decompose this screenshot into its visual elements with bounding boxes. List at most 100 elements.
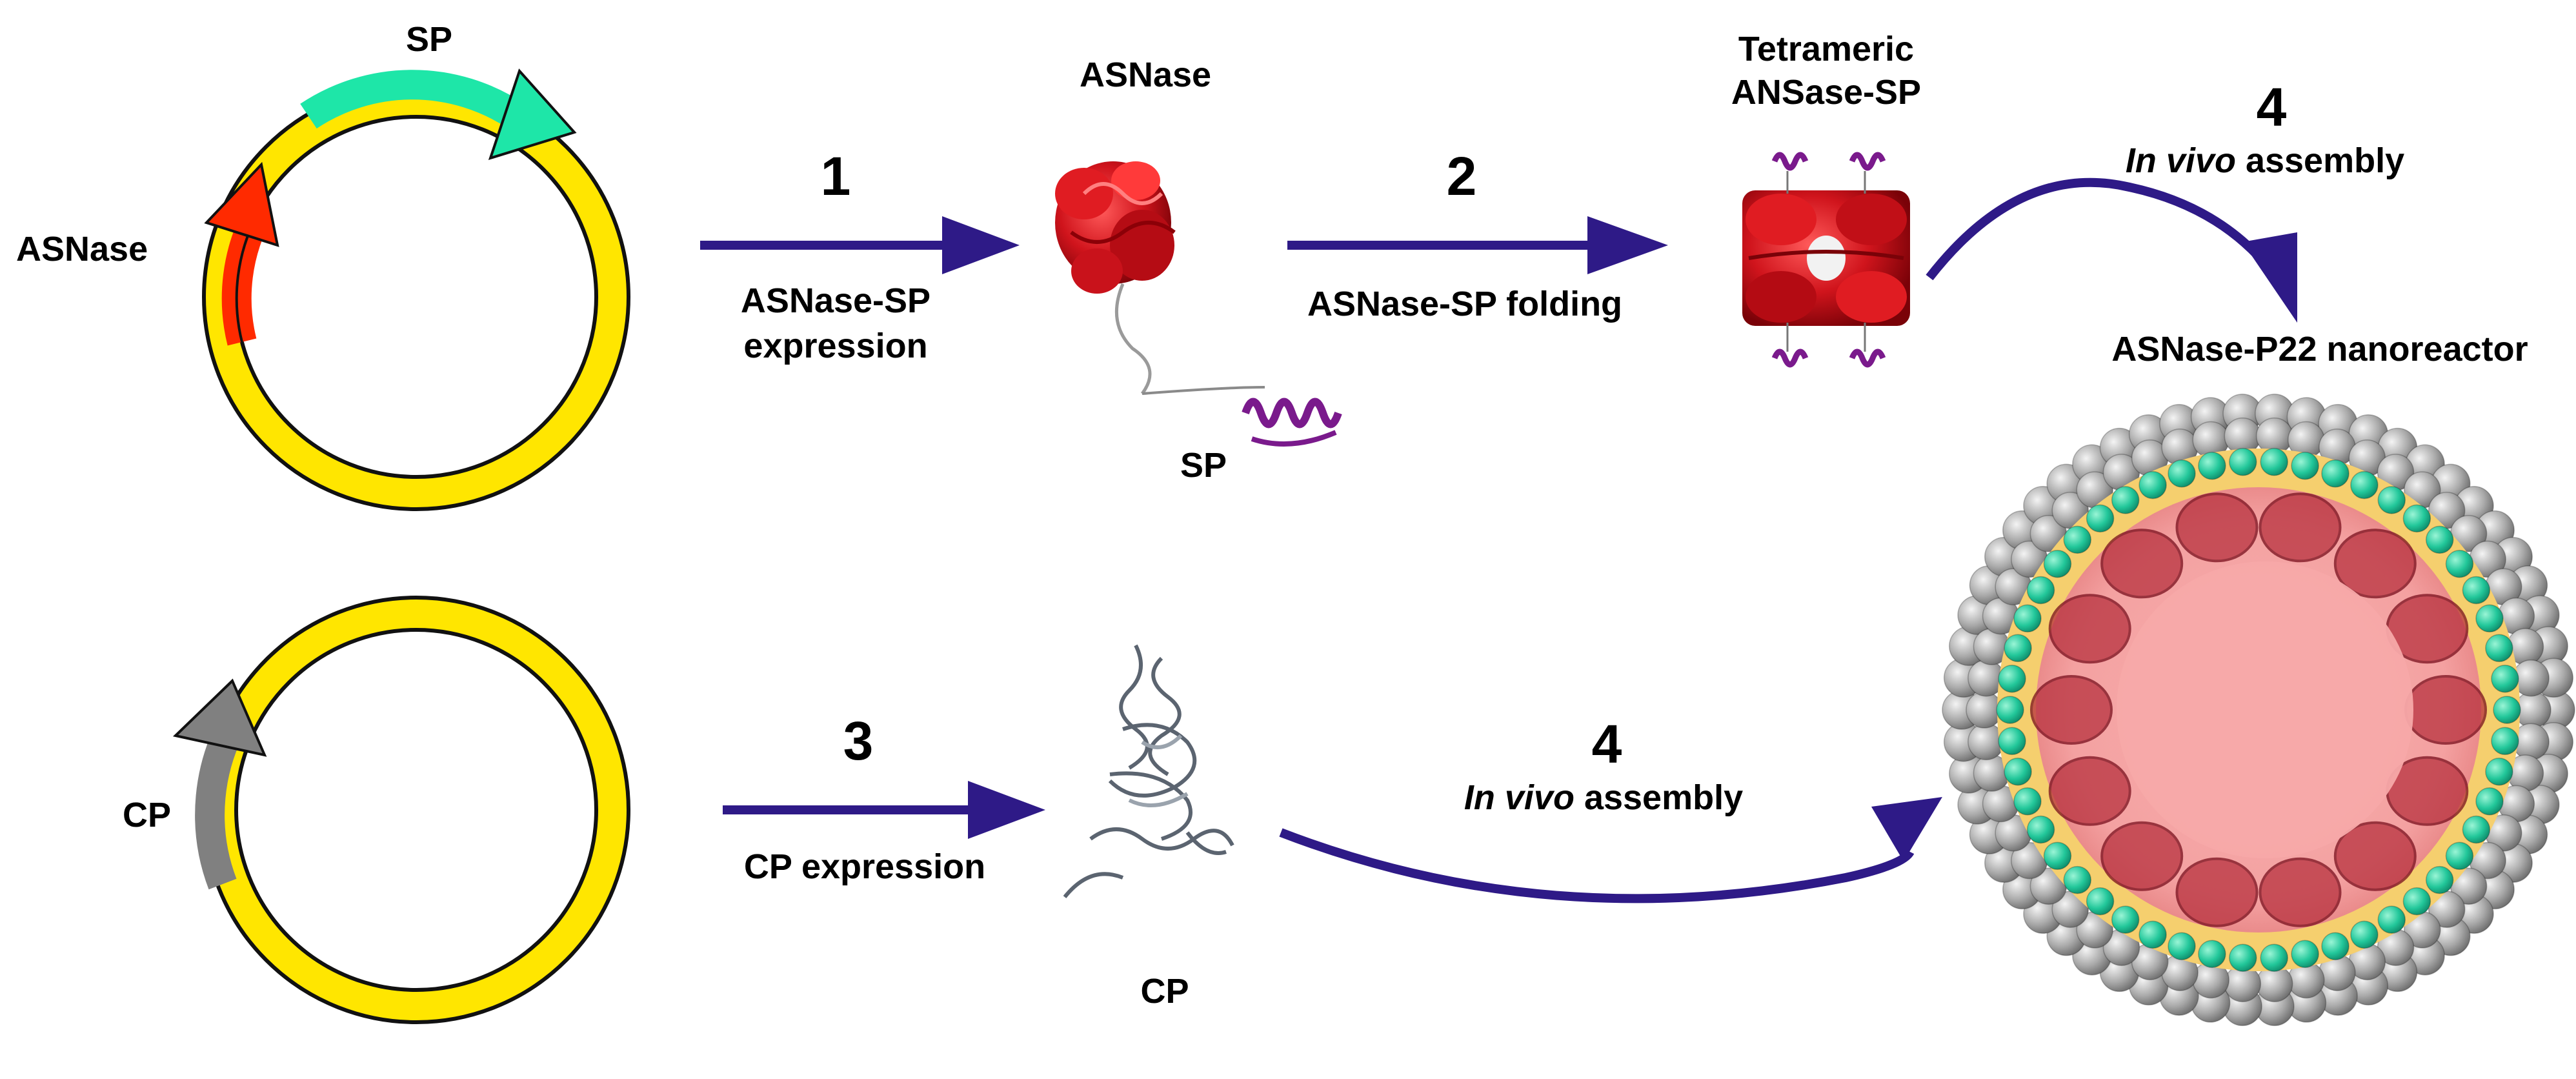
capsid-bead-icon	[2260, 943, 2288, 972]
capsid-bead-icon	[2493, 696, 2521, 724]
capsid-bead-icon	[2321, 459, 2350, 488]
capsid-bead-icon	[2425, 525, 2454, 554]
plasmid-cp-label: CP	[123, 796, 172, 834]
sp-helix-icon	[1771, 152, 1809, 171]
capsid-bead-icon	[2198, 452, 2226, 480]
capsid-bead-icon	[2111, 486, 2140, 514]
capsid-bead-icon	[2462, 815, 2491, 844]
capsid-bead-icon	[2321, 932, 2350, 960]
plasmid-asnase-label: ASNase	[16, 230, 148, 268]
cargo-protein-icon	[2100, 821, 2184, 891]
monomer-title: ASNase	[1079, 55, 1212, 94]
capsid-bead-icon	[2063, 525, 2092, 554]
tetramer-title-line2: ANSase-SP	[1731, 73, 1922, 112]
tetramer-title-line1: Tetrameric	[1738, 30, 1915, 68]
capsid-bead-icon	[1998, 664, 2026, 693]
capsid-bead-icon	[2475, 787, 2504, 816]
capsid-bead-icon	[2063, 865, 2092, 894]
capsid-bead-icon	[2462, 576, 2491, 605]
capsid-bead-icon	[2377, 905, 2406, 934]
nanoreactor-title: ASNase-P22 nanoreactor	[2111, 330, 2528, 368]
arrow-step2-icon	[1287, 216, 1668, 274]
capsid-bead-icon	[2198, 940, 2226, 968]
coat-protein-structure-icon	[1063, 644, 1234, 898]
capsid-bead-icon	[2004, 757, 2032, 786]
capsid-bead-icon	[2229, 448, 2257, 476]
capsid-bead-icon	[2043, 842, 2072, 871]
capsid-bead-icon	[1998, 727, 2026, 756]
capsid-bead-icon	[2138, 920, 2167, 949]
capsid-bead-icon	[1996, 696, 2024, 724]
capsid-bead-icon	[2168, 459, 2196, 488]
capsid-bead-icon	[2377, 486, 2406, 514]
sp-helix-icon	[1771, 348, 1809, 368]
cargo-protein-icon	[2333, 821, 2417, 891]
capsid-outer-shell-icon	[1942, 393, 2575, 1027]
cargo-protein-icon	[2259, 857, 2342, 927]
capsid-inner-shell-icon	[1996, 448, 2521, 972]
capsid-bead-icon	[2402, 887, 2431, 916]
cargo-protein-icon	[2175, 492, 2259, 563]
sp-gene-arrowhead-icon	[488, 68, 577, 161]
capsid-bead-icon	[2260, 448, 2288, 476]
capsid-bead-icon	[2043, 549, 2072, 578]
cp-structure-label: CP	[1140, 972, 1189, 1011]
cargo-protein-icon	[2048, 756, 2131, 826]
capsid-bead-icon	[2445, 842, 2474, 871]
capsid-bead-icon	[2026, 576, 2055, 605]
cargo-protein-icon	[2333, 529, 2417, 599]
sp-helix-icon	[1849, 348, 1886, 368]
cargo-protein-icon	[2048, 594, 2131, 664]
capsid-bead-icon	[2086, 504, 2115, 533]
capsid-bead-icon	[2138, 470, 2167, 499]
capsid-bead-icon	[2350, 920, 2379, 949]
capsid-bead-icon	[2086, 887, 2115, 916]
capsid-bead-icon	[2026, 815, 2055, 844]
step1-caption-line2: expression	[743, 327, 928, 365]
capsid-bead-icon	[2491, 727, 2519, 756]
capsid-bead-icon	[2229, 943, 2257, 972]
capsid-bead-icon	[2350, 470, 2379, 499]
cargo-protein-icon	[2259, 492, 2342, 563]
plasmid-sp-label: SP	[405, 20, 453, 59]
step4-bottom-caption: In vivo assembly	[1464, 778, 1744, 817]
monomer-sp-label: SP	[1180, 446, 1227, 485]
nanoreactor-capsid-icon	[1942, 393, 2575, 1027]
tetramer-structure-icon	[1742, 152, 1910, 368]
capsid-bead-icon	[2402, 504, 2431, 533]
cargo-protein-icon	[2404, 675, 2487, 745]
step4-bottom-number: 4	[1591, 714, 1622, 774]
step1-caption-line1: ASNase-SP	[740, 281, 931, 320]
plasmid-asnase-sp-icon	[202, 68, 630, 511]
capsid-bead-icon	[2168, 932, 2196, 960]
capsid-bead-icon	[2111, 905, 2140, 934]
sp-helix-icon	[1242, 398, 1342, 447]
capsid-bead-icon	[2445, 549, 2474, 578]
arrow-step1-icon	[700, 216, 1020, 274]
capsid-bead-icon	[2491, 664, 2519, 693]
step4-top-number: 4	[2256, 77, 2287, 137]
capsid-bead-icon	[2291, 452, 2319, 480]
capsid-bead-icon	[2013, 787, 2042, 816]
capsid-bead-icon	[2291, 940, 2319, 968]
capsid-bead-icon	[2485, 634, 2513, 663]
capsid-bead-icon	[2004, 634, 2032, 663]
step2-number: 2	[1446, 146, 1477, 207]
encapsulated-asnase-icon	[2030, 492, 2487, 927]
arrow-step3-icon	[723, 781, 1045, 839]
plasmid-cp-icon	[172, 596, 630, 1024]
capsid-bead-icon	[2013, 604, 2042, 633]
arrow-step4-top-icon	[1926, 177, 2297, 323]
step3-number: 3	[843, 711, 874, 771]
step3-caption: CP expression	[743, 847, 986, 886]
capsid-bead-icon	[2425, 865, 2454, 894]
asnase-monomer-structure-icon	[1055, 161, 1342, 447]
sp-helix-icon	[1849, 152, 1886, 171]
cargo-protein-icon	[2175, 857, 2259, 927]
asnase-gene-arrowhead-icon	[204, 161, 279, 247]
step1-number: 1	[820, 146, 851, 207]
cargo-protein-icon	[2030, 675, 2113, 745]
cp-gene-arrowhead-icon	[172, 678, 267, 757]
capsid-bead-icon	[2475, 604, 2504, 633]
